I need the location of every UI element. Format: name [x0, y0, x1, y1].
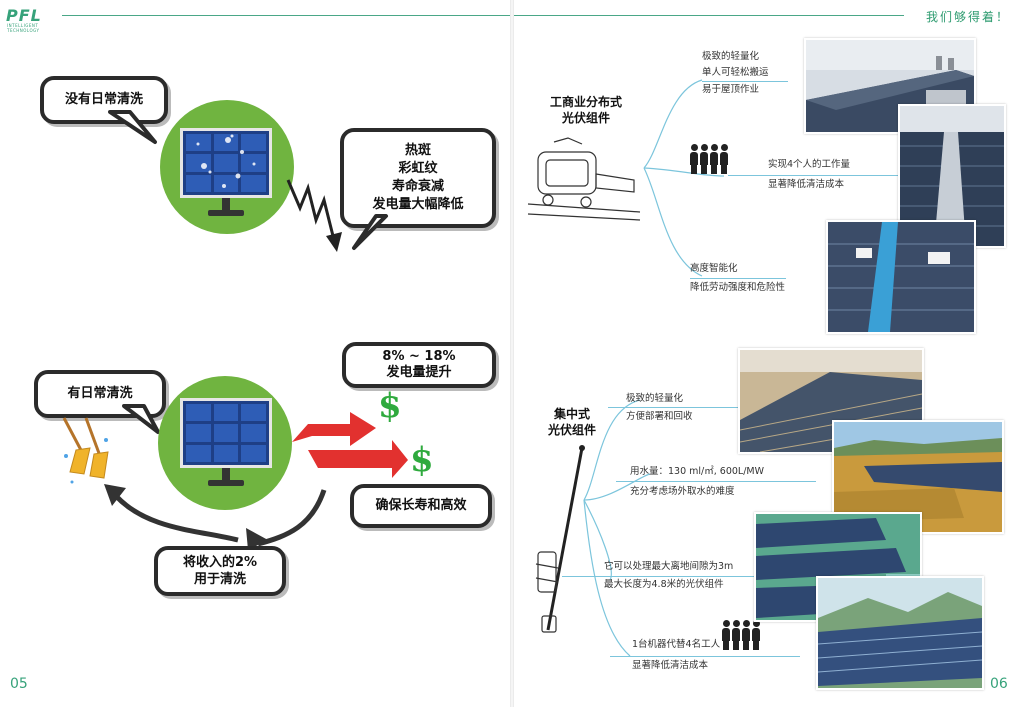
gain-percent: 8% ~ 18% [382, 349, 456, 364]
effect-power-loss: 发电量大幅降低 [372, 197, 464, 212]
panel-post [222, 198, 230, 212]
book-spine [510, 0, 514, 707]
effect-rainbow: 彩虹纹 [398, 161, 438, 176]
exchange-arrows-icon [292, 412, 408, 478]
dist-f1-line3: 易于屋顶作业 [702, 84, 760, 95]
cent-f3-rule [562, 576, 758, 577]
dist-f2-rule [728, 175, 900, 176]
effect-degradation: 寿命衰减 [391, 179, 444, 194]
cent-f2-line1: 用水量：130 ml/㎡, 600L/MW [630, 466, 765, 477]
dist-f3-rule [690, 278, 786, 279]
cent-f3-line2: 最大长度为4.8米的光伏组件 [604, 579, 724, 590]
slogan: 我们够得着！ [925, 10, 1010, 24]
clean-bubble-tail [122, 404, 160, 434]
header-rule [62, 15, 510, 16]
dollar-icon: $ [410, 440, 434, 480]
dist-f1-line2: 单人可轻松搬运 [702, 67, 769, 78]
logo-text: PFL [6, 6, 42, 25]
cycle-arrows [104, 484, 327, 550]
page-number-left: 05 [10, 676, 28, 692]
four-workers-icon [690, 144, 740, 176]
bubble-tail [108, 110, 157, 144]
four-workers-icon [722, 620, 772, 652]
dist-f2-line1: 实现4个人的工作量 [768, 159, 851, 170]
pole-cleaning-robot-icon [535, 445, 585, 633]
right-page: 我们够得着！ 工商业分布式 光伏组件 极致的轻量化 单人可轻松搬运 易于屋顶作业… [514, 0, 1024, 707]
broom-icon [62, 417, 109, 484]
cent-f4-line2: 显著降低清洁成本 [632, 660, 709, 671]
effects-bubble-tail [352, 214, 388, 250]
dirt-spots [196, 134, 256, 188]
clean-panel-base [208, 480, 244, 486]
cent-f4-rule [610, 656, 800, 657]
no-clean-text: 没有日常清洗 [64, 92, 143, 107]
gain-label: 发电量提升 [386, 365, 452, 380]
dist-f3-line2: 降低劳动强度和危险性 [690, 282, 786, 293]
robot-on-panels-photo [826, 220, 976, 334]
logo-subtitle: INTELLIGENT TECHNOLOGY [7, 23, 40, 33]
cent-f4-line1: 1台机器代替4名工人 [632, 639, 721, 650]
cent-f1-line2: 方便部署和回收 [626, 411, 693, 422]
roof-cleaning-robot-icon [527, 137, 641, 221]
left-page: PFL INTELLIGENT TECHNOLOGY 没有日常清洗 热斑 彩虹纹… [0, 0, 510, 707]
page-number-right: 06 [990, 676, 1008, 692]
gain-bubble: 8% ~ 18% 发电量提升 [342, 342, 496, 388]
assure-bubble: 确保长寿和高效 [350, 484, 492, 528]
distributed-heading: 工商业分布式 光伏组件 [538, 94, 634, 126]
dollar-icon: $ [378, 386, 402, 426]
distributed-branches [643, 79, 725, 277]
dist-f2-line2: 显著降低清洁成本 [768, 179, 845, 190]
cent-f2-rule [616, 481, 816, 482]
mountain-solar-farm-photo [816, 576, 984, 690]
cent-f3-line1: 它可以处理最大离地间隙为3m [604, 561, 734, 572]
income-usage: 用于清洗 [193, 572, 246, 587]
panel-base [208, 210, 244, 216]
no-clean-bubble: 没有日常清洗 [40, 76, 168, 124]
zigzag-arrow [286, 179, 342, 252]
income-percent: 将收入的2% [182, 555, 258, 570]
centralized-heading: 集中式 光伏组件 [536, 406, 608, 438]
distributed-heading-line1: 工商业分布式 [549, 95, 622, 109]
clean-panel-post [222, 468, 230, 482]
effect-hotspot: 热斑 [404, 143, 431, 158]
company-logo: PFL INTELLIGENT TECHNOLOGY [6, 6, 58, 33]
dirty-solar-panel [180, 128, 272, 198]
centralized-heading-line2: 光伏组件 [547, 423, 596, 437]
clean-text: 有日常清洗 [67, 386, 133, 401]
effects-bubble: 热斑 彩虹纹 寿命衰减 发电量大幅降低 [340, 128, 496, 228]
cent-f1-rule [608, 407, 738, 408]
assure-text: 确保长寿和高效 [375, 498, 467, 513]
dist-f1-rule [702, 81, 788, 82]
cent-f1-line1: 极致的轻量化 [626, 393, 684, 404]
clean-solar-panel [180, 398, 272, 468]
header-rule-right [514, 15, 904, 16]
income-bubble: 将收入的2% 用于清洗 [154, 546, 286, 596]
dist-f3-line1: 高度智能化 [690, 263, 738, 274]
dist-f1-line1: 极致的轻量化 [702, 51, 760, 62]
centralized-heading-line1: 集中式 [553, 407, 590, 421]
cent-f2-line2: 充分考虑场外取水的难度 [630, 486, 735, 497]
distributed-heading-line2: 光伏组件 [561, 111, 610, 125]
